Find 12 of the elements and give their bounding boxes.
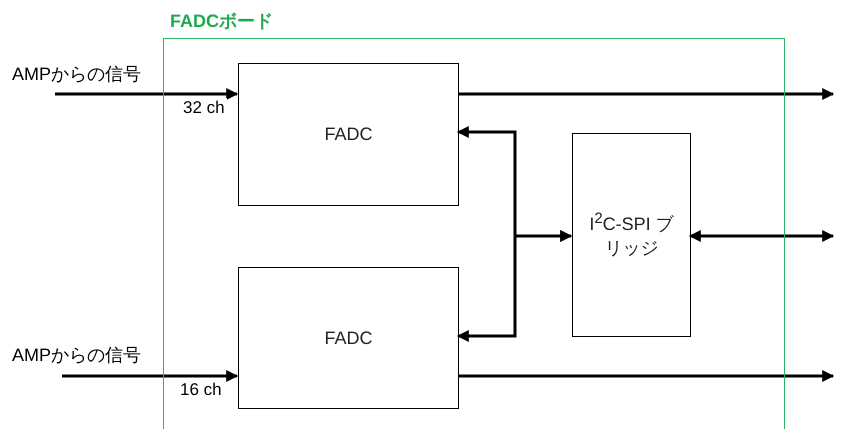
- arrow: [62, 370, 238, 382]
- signal-label: AMPからの信号: [12, 62, 142, 88]
- block-box: FADC: [238, 63, 459, 206]
- arrow: [458, 370, 834, 382]
- arrow: [688, 230, 834, 242]
- signal-label: AMPからの信号: [12, 343, 142, 369]
- block-box: FADC: [238, 267, 459, 409]
- arrow: [55, 88, 238, 100]
- arrow: [456, 230, 572, 342]
- arrow: [458, 88, 834, 100]
- board-title: FADCボード: [170, 10, 273, 33]
- block-box: I$^{2}$C-SPI ブリッジ: [572, 133, 691, 337]
